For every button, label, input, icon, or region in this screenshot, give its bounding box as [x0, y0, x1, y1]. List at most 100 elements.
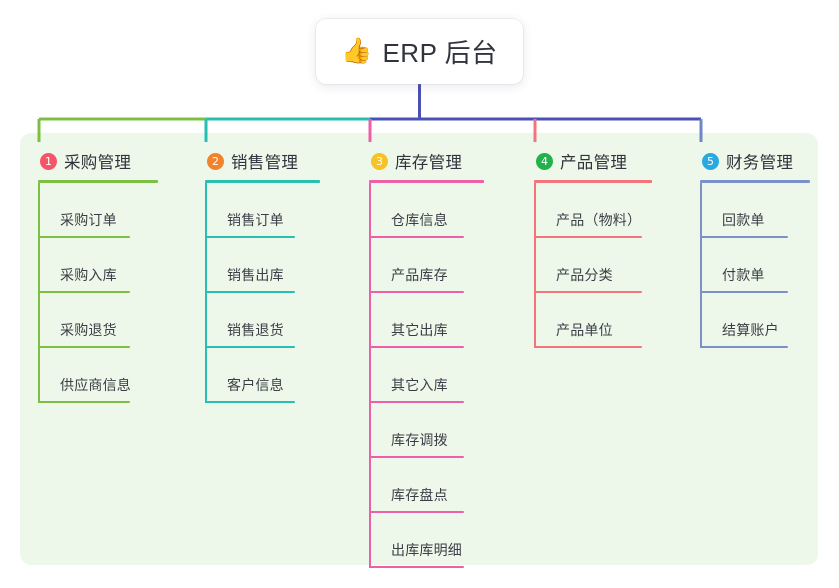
thumbs-up-emoji: 👍 — [341, 37, 373, 65]
branch-item[interactable]: 结算账户 — [700, 293, 820, 348]
branch-item[interactable]: 产品（物料） — [534, 183, 684, 238]
branch-title-1: 采购管理 — [64, 154, 132, 172]
branch-item-rule — [369, 291, 464, 293]
branch-item-list-4: 产品（物料） 产品分类产品单位 — [534, 183, 684, 348]
branch-item-rule — [369, 566, 464, 568]
branch-item-label: 产品（物料） — [556, 212, 642, 228]
branch-item-rule — [369, 346, 464, 348]
branch-item-list-5: 回款单付款单结算账户 — [700, 183, 820, 348]
branch-header-4[interactable]: 4 产品管理 — [534, 148, 684, 174]
branch-column-3: 3 库存管理仓库信息产品库存其它出库其它入库库存调拨库存盘点出库库明细 — [369, 148, 519, 568]
branch-item-rule — [38, 401, 130, 403]
branch-column-2: 2 销售管理销售订单销售出库销售退货客户信息 — [205, 148, 355, 403]
branch-title-2: 销售管理 — [231, 154, 299, 172]
branch-item-label: 采购退货 — [60, 322, 117, 338]
branch-item-rule — [369, 401, 464, 403]
branch-item-label: 结算账户 — [722, 322, 779, 338]
branch-item-label: 其它出库 — [391, 322, 448, 338]
branch-item-label: 客户信息 — [227, 377, 284, 393]
branch-item[interactable]: 采购入库 — [38, 238, 188, 293]
branch-item-rule — [205, 236, 295, 238]
branch-item-label: 仓库信息 — [391, 212, 448, 228]
branch-title-4: 产品管理 — [560, 154, 628, 172]
branch-item-label: 库存盘点 — [391, 487, 448, 503]
branch-spine-3 — [369, 183, 371, 568]
root-title: ERP 后台 — [382, 38, 498, 68]
branch-item-label: 付款单 — [722, 267, 765, 283]
branch-header-1[interactable]: 1 采购管理 — [38, 148, 188, 174]
branch-item[interactable]: 回款单 — [700, 183, 820, 238]
branch-item-label: 其它入库 — [391, 377, 448, 393]
branch-item-rule — [534, 346, 642, 348]
branch-item-list-3: 仓库信息产品库存其它出库其它入库库存调拨库存盘点出库库明细 — [369, 183, 519, 568]
branch-item-label: 销售订单 — [227, 212, 284, 228]
branch-item[interactable]: 库存盘点 — [369, 458, 519, 513]
branch-item-label: 供应商信息 — [60, 377, 131, 393]
branch-item[interactable]: 供应商信息 — [38, 348, 188, 403]
branch-item[interactable]: 销售退货 — [205, 293, 355, 348]
branch-item-label: 销售出库 — [227, 267, 284, 283]
branch-spine-1 — [38, 183, 40, 403]
branch-item-label: 回款单 — [722, 212, 765, 228]
branch-item-rule — [38, 346, 130, 348]
branch-item[interactable]: 产品单位 — [534, 293, 684, 348]
branch-item-rule — [205, 291, 295, 293]
branch-title-3: 库存管理 — [395, 154, 463, 172]
branch-item[interactable]: 付款单 — [700, 238, 820, 293]
diagram-panel — [20, 133, 818, 565]
branch-header-rule-3 — [369, 180, 484, 183]
branch-spine-2 — [205, 183, 207, 403]
branch-item-rule — [369, 236, 464, 238]
branch-badge-1: 1 — [40, 152, 57, 170]
branch-spine-5 — [700, 183, 702, 348]
branch-title-5: 财务管理 — [726, 154, 794, 172]
branch-item-label: 销售退货 — [227, 322, 284, 338]
branch-spine-4 — [534, 183, 536, 348]
branch-item-label: 产品单位 — [556, 322, 613, 338]
branch-item[interactable]: 其它出库 — [369, 293, 519, 348]
branch-item[interactable]: 销售出库 — [205, 238, 355, 293]
branch-item[interactable]: 产品分类 — [534, 238, 684, 293]
branch-item-rule — [38, 236, 130, 238]
branch-item-rule — [700, 291, 788, 293]
branch-item[interactable]: 产品库存 — [369, 238, 519, 293]
branch-item-label: 产品库存 — [391, 267, 448, 283]
branch-item-rule — [205, 401, 295, 403]
branch-item-rule — [700, 346, 788, 348]
branch-item[interactable]: 其它入库 — [369, 348, 519, 403]
branch-item-label: 采购入库 — [60, 267, 117, 283]
branch-item[interactable]: 采购订单 — [38, 183, 188, 238]
branch-header-2[interactable]: 2 销售管理 — [205, 148, 355, 174]
branch-item[interactable]: 销售订单 — [205, 183, 355, 238]
branch-header-rule-2 — [205, 180, 320, 183]
branch-header-3[interactable]: 3 库存管理 — [369, 148, 519, 174]
branch-item-rule — [369, 456, 464, 458]
branch-badge-4: 4 — [536, 152, 553, 170]
branch-badge-3: 3 — [371, 152, 388, 170]
branch-item[interactable]: 采购退货 — [38, 293, 188, 348]
branch-item-label: 采购订单 — [60, 212, 117, 228]
branch-item-rule — [38, 291, 130, 293]
branch-item-list-2: 销售订单销售出库销售退货客户信息 — [205, 183, 355, 403]
branch-item-rule — [700, 236, 788, 238]
branch-header-rule-5 — [700, 180, 810, 183]
branch-item-rule — [369, 511, 464, 513]
branch-item-list-1: 采购订单采购入库采购退货供应商信息 — [38, 183, 188, 403]
branch-item-label: 库存调拨 — [391, 432, 448, 448]
branch-item[interactable]: 客户信息 — [205, 348, 355, 403]
branch-badge-2: 2 — [207, 152, 224, 170]
branch-item[interactable]: 出库库明细 — [369, 513, 519, 568]
branch-item-rule — [534, 291, 642, 293]
branch-item-label: 产品分类 — [556, 267, 613, 283]
branch-column-1: 1 采购管理采购订单采购入库采购退货供应商信息 — [38, 148, 188, 403]
branch-column-4: 4 产品管理产品（物料） 产品分类产品单位 — [534, 148, 684, 348]
branch-item-rule — [534, 236, 642, 238]
branch-item-label: 出库库明细 — [391, 542, 462, 558]
branch-item-rule — [205, 346, 295, 348]
root-node[interactable]: 👍 ERP 后台 — [316, 19, 523, 84]
branch-item[interactable]: 仓库信息 — [369, 183, 519, 238]
branch-item[interactable]: 库存调拨 — [369, 403, 519, 458]
